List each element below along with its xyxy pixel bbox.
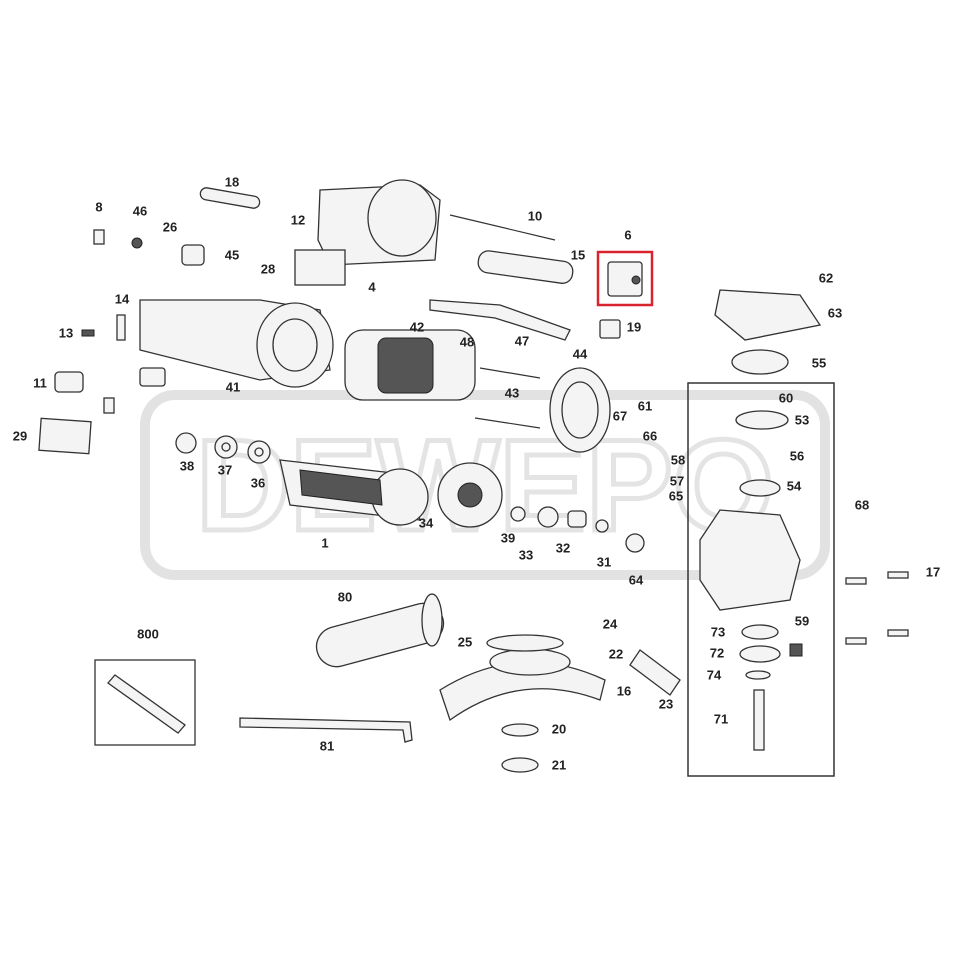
label-6: 6 (624, 227, 631, 242)
small-parts (38, 229, 621, 455)
label-34: 34 (419, 515, 434, 530)
label-68: 68 (855, 497, 869, 512)
label-8: 8 (95, 199, 102, 214)
label-16: 16 (617, 683, 631, 698)
label-24: 24 (603, 616, 618, 631)
label-32: 32 (556, 540, 570, 555)
label-14: 14 (115, 291, 130, 306)
fan-hub (457, 482, 483, 508)
oring-55 (731, 349, 789, 375)
label-60: 60 (779, 390, 793, 405)
gearcase-assembly-68-frame (687, 382, 835, 777)
label-21: 21 (552, 757, 566, 772)
flange-20 (501, 723, 539, 737)
field-42 (344, 329, 476, 401)
label-59: 59 (795, 613, 809, 628)
label-37: 37 (218, 462, 232, 477)
label-39: 39 (501, 530, 515, 545)
label-25: 25 (458, 634, 472, 649)
label-38: 38 (180, 458, 194, 473)
label-66: 66 (643, 428, 657, 443)
label-45: 45 (225, 247, 239, 262)
label-47: 47 (515, 333, 529, 348)
label-62: 62 (819, 270, 833, 285)
gearcase-parts (699, 410, 803, 751)
housing-4 (317, 179, 441, 266)
label-10: 10 (528, 208, 542, 223)
label-67: 67 (613, 408, 627, 423)
label-46: 46 (133, 203, 147, 218)
baffle-44 (549, 367, 611, 453)
handle-80 (315, 593, 445, 668)
label-55: 55 (812, 355, 826, 370)
label-74: 74 (707, 667, 722, 682)
label-41: 41 (226, 379, 240, 394)
label-57: 57 (670, 473, 684, 488)
label-43: 43 (505, 385, 519, 400)
label-18: 18 (225, 174, 239, 189)
label-17: 17 (926, 564, 940, 579)
lever-22 (629, 649, 681, 696)
label-12: 12 (291, 212, 305, 227)
label-4: 4 (368, 279, 376, 294)
label-13: 13 (59, 325, 73, 340)
label-1: 1 (321, 535, 328, 550)
label-23: 23 (659, 696, 673, 711)
label-63: 63 (828, 305, 842, 320)
label-42: 42 (410, 319, 424, 334)
label-56: 56 (790, 448, 804, 463)
label-20: 20 (552, 721, 566, 736)
guard-16 (439, 634, 606, 722)
cover-63 (714, 289, 822, 341)
rods (199, 187, 574, 429)
label-81: 81 (320, 738, 334, 753)
part-labels: 18 8 46 26 12 10 6 45 28 4 15 62 14 42 1… (13, 174, 940, 772)
label-71: 71 (714, 711, 728, 726)
washers (175, 432, 645, 553)
label-22: 22 (609, 646, 623, 661)
label-53: 53 (795, 412, 809, 427)
label-54: 54 (787, 478, 802, 493)
tool-800-box (94, 659, 196, 746)
label-61: 61 (638, 398, 652, 413)
label-15: 15 (571, 247, 585, 262)
label-36: 36 (251, 475, 265, 490)
label-72: 72 (710, 645, 724, 660)
label-26: 26 (163, 219, 177, 234)
label-65: 65 (669, 488, 683, 503)
label-29: 29 (13, 428, 27, 443)
motor-housing-41 (139, 299, 334, 388)
wrench-81 (239, 717, 413, 743)
label-48: 48 (460, 334, 474, 349)
label-28: 28 (261, 261, 275, 276)
label-800: 800 (137, 626, 159, 641)
highlighted-part-6 (596, 250, 654, 307)
label-64: 64 (629, 572, 644, 587)
screws-17 (845, 571, 909, 645)
label-33: 33 (519, 547, 533, 562)
label-11: 11 (33, 375, 47, 390)
label-58: 58 (671, 452, 685, 467)
label-73: 73 (711, 624, 725, 639)
label-44: 44 (573, 346, 588, 361)
label-31: 31 (597, 554, 611, 569)
armature-1 (279, 459, 429, 526)
label-80: 80 (338, 589, 352, 604)
label-19: 19 (627, 319, 641, 334)
nut-21 (501, 757, 539, 773)
